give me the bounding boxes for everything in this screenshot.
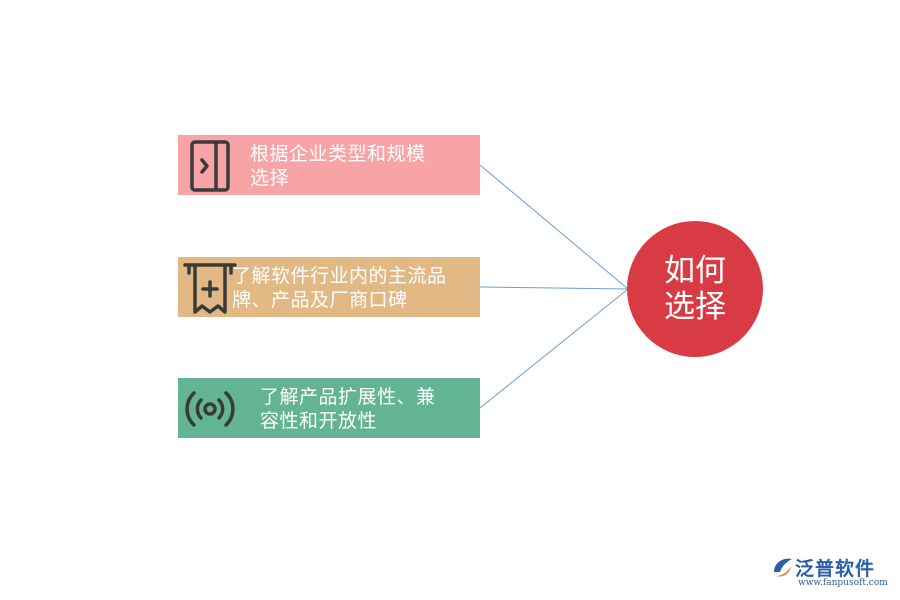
connector-line-1 — [479, 164, 629, 290]
option-text: 了解产品扩展性、兼 容性和开放性 — [260, 386, 436, 432]
door-exit-icon — [183, 138, 237, 192]
option-box-company-type: 根据企业类型和规模 选择 — [178, 135, 480, 195]
broadcast-icon — [183, 381, 237, 435]
option-box-extensibility: 了解产品扩展性、兼 容性和开放性 — [178, 378, 480, 438]
connector-line-2 — [479, 286, 629, 290]
receipt-plus-icon — [183, 260, 237, 314]
fanpusoft-watermark: 泛普软件 www.fanpusoft.com — [770, 554, 892, 594]
center-topic-label: 如何 选择 — [664, 253, 726, 325]
option-text: 了解软件行业内的主流品 牌、产品及厂商口碑 — [232, 265, 447, 311]
center-topic-circle: 如何 选择 — [627, 221, 763, 357]
watermark-brand: 泛普软件 — [795, 558, 876, 580]
connector-line-3 — [479, 288, 629, 409]
option-box-mainstream-brands: 了解软件行业内的主流品 牌、产品及厂商口碑 — [178, 257, 480, 317]
fanpusoft-logo-icon — [774, 558, 792, 577]
option-text: 根据企业类型和规模 选择 — [250, 143, 426, 189]
watermark-url: www.fanpusoft.com — [798, 578, 888, 588]
